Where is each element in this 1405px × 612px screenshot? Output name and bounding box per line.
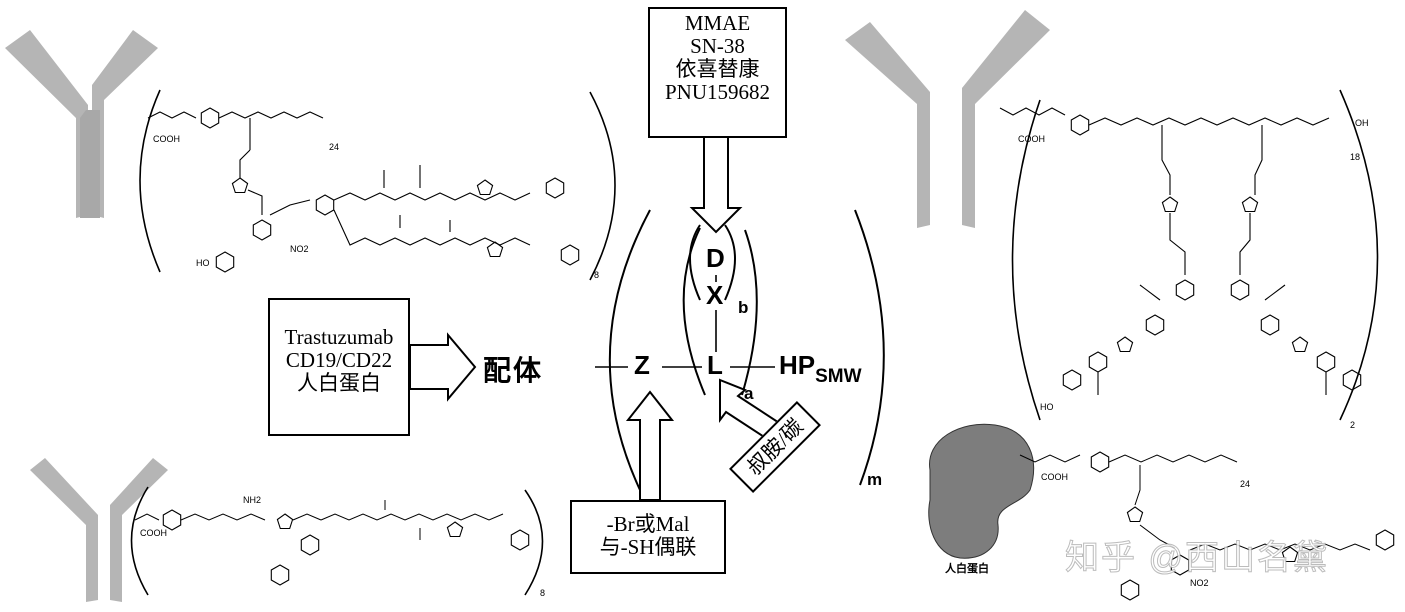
antibody-top-left bbox=[5, 30, 158, 218]
label-8-bl: 8 bbox=[540, 588, 546, 598]
label-no2-br: NO2 bbox=[1190, 578, 1209, 588]
structure-brackets bbox=[130, 89, 1379, 596]
ligand-trastuzumab: Trastuzumab bbox=[284, 325, 394, 349]
payload-box: MMAE SN-38 依喜替康 PNU159682 bbox=[648, 7, 787, 138]
formula-brackets bbox=[608, 209, 885, 491]
formula-hp-text: HP bbox=[779, 350, 816, 380]
structure-top-left bbox=[147, 107, 580, 273]
coupling-line-2: 与-SH偶联 bbox=[599, 535, 697, 559]
payload-mmae: MMAE bbox=[684, 11, 751, 35]
formula-hp: HPSMW bbox=[779, 350, 862, 387]
payload-exatecan: 依喜替康 bbox=[675, 57, 760, 81]
label-nh2-bl: NH2 bbox=[243, 495, 262, 505]
label-no2-tl: NO2 bbox=[290, 244, 309, 254]
antibody-top-right bbox=[845, 10, 1050, 228]
formula-hp-sub: SMW bbox=[815, 366, 862, 387]
structure-bottom-right bbox=[1019, 451, 1395, 601]
ligand-albumin: 人白蛋白 bbox=[297, 371, 381, 395]
coupling-arrow bbox=[625, 390, 675, 501]
watermark: 知乎 @西山名黛 bbox=[1065, 539, 1329, 578]
formula-ligand: 配体 bbox=[483, 355, 544, 386]
formula-z: Z bbox=[634, 350, 650, 380]
ligand-box: Trastuzumab CD19/CD22 人白蛋白 bbox=[268, 298, 410, 436]
label-cooh-tr: COOH bbox=[1018, 134, 1045, 144]
ligand-cd19-cd22: CD19/CD22 bbox=[285, 348, 393, 372]
label-ho-tr: HO bbox=[1040, 402, 1054, 412]
formula-x: X bbox=[706, 280, 724, 310]
label-18-tr: 18 bbox=[1350, 152, 1361, 162]
label-cooh-br: COOH bbox=[1041, 472, 1068, 482]
label-oh-tr: OH bbox=[1355, 118, 1369, 128]
formula-bonds bbox=[595, 275, 775, 368]
label-24-tl: 24 bbox=[329, 142, 340, 152]
antibody-bottom-left bbox=[30, 458, 168, 602]
structure-top-right bbox=[999, 107, 1362, 395]
formula-m: m bbox=[867, 470, 883, 489]
coupling-box: -Br或Mal 与-SH偶联 bbox=[570, 500, 726, 574]
payload-sn38: SN-38 bbox=[690, 34, 745, 58]
label-cooh-tl: COOH bbox=[153, 134, 180, 144]
label-ho-tl: HO bbox=[196, 258, 210, 268]
formula-l: L bbox=[707, 350, 723, 380]
label-cooh-bl: COOH bbox=[140, 528, 167, 538]
structure-bottom-left bbox=[134, 500, 530, 586]
payload-arrow bbox=[689, 129, 743, 234]
albumin-shape bbox=[928, 423, 1035, 559]
label-8-tl: 8 bbox=[594, 270, 600, 280]
albumin-label: 人白蛋白 bbox=[945, 563, 989, 575]
formula-a: a bbox=[744, 384, 754, 403]
label-2-tr: 2 bbox=[1350, 420, 1356, 430]
formula-d: D bbox=[706, 243, 725, 273]
label-24-br: 24 bbox=[1240, 479, 1251, 489]
payload-pnu: PNU159682 bbox=[664, 80, 770, 104]
arrows bbox=[409, 129, 792, 501]
formula-b: b bbox=[738, 298, 749, 317]
coupling-line-1: -Br或Mal bbox=[606, 512, 690, 536]
ligand-arrow bbox=[409, 332, 477, 402]
